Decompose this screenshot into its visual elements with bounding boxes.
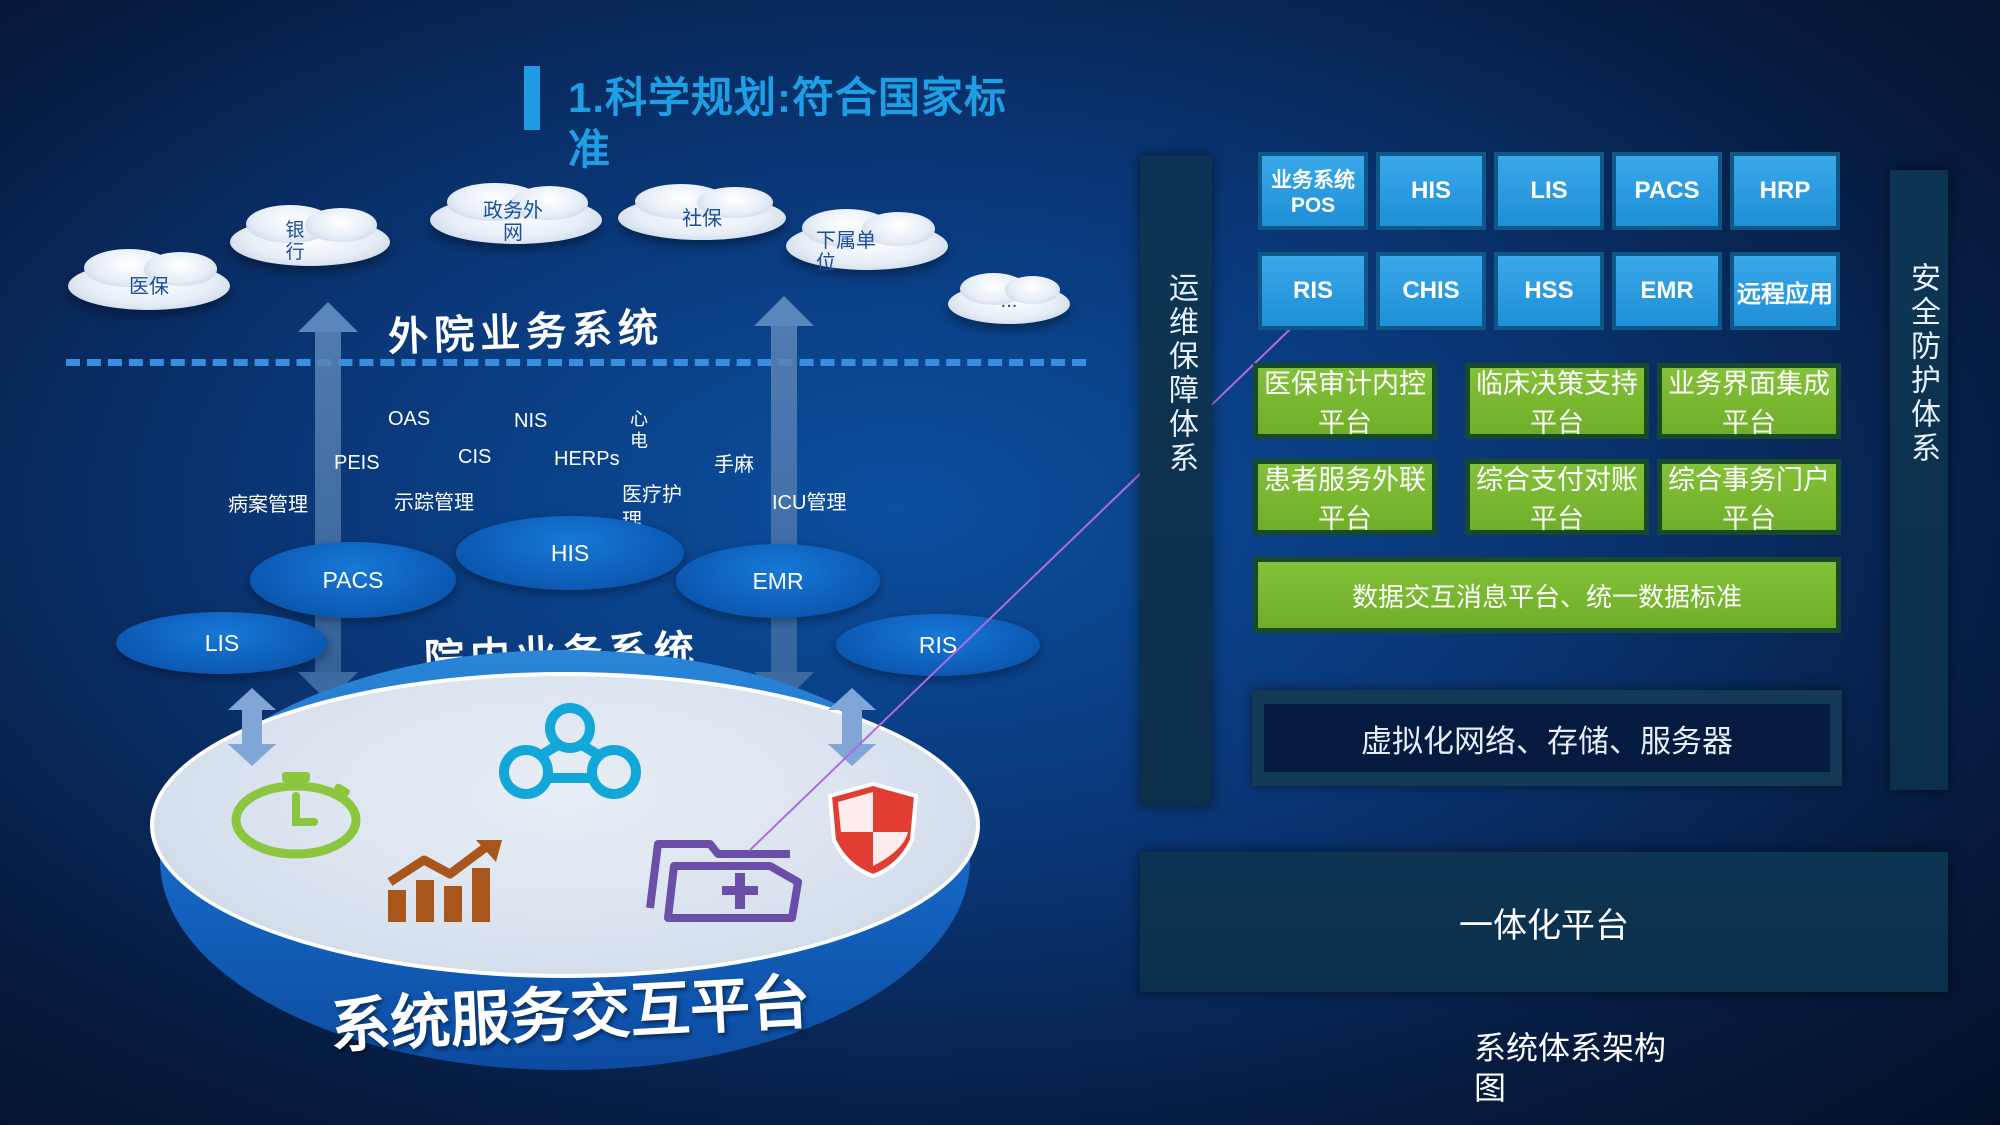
growth-chart-icon	[387, 840, 502, 922]
arrow-shaft-left	[315, 332, 341, 672]
node-pacs: PACS	[250, 542, 456, 618]
double-arrow-icon	[228, 688, 276, 766]
outer-zone-title: 外院业务系统	[387, 306, 665, 360]
medical-folder-icon	[646, 840, 802, 922]
node-label: HIS	[550, 540, 590, 566]
cloud-medical-insurance: 医保	[68, 248, 230, 310]
box-remote-apps: 远程应用	[1734, 256, 1836, 326]
infra-label: 虚拟化网络、存储、服务器	[1361, 723, 1733, 759]
double-arrow-icon	[828, 688, 876, 766]
system-label-icu: ICU管理	[772, 492, 847, 514]
node-label: RIS	[918, 632, 958, 658]
box-emr: EMR	[1616, 256, 1718, 326]
system-label-peis: PEIS	[334, 452, 380, 474]
arrow-up-head-right	[754, 296, 814, 326]
box-hrp: HRP	[1734, 156, 1836, 226]
node-label: LIS	[204, 630, 240, 656]
system-label-nis: NIS	[514, 410, 548, 432]
cloud-bank: 银行	[230, 204, 390, 266]
node-label: EMR	[752, 568, 804, 594]
cloud-subordinate-units: 下属单位	[786, 208, 948, 274]
box-ris: RIS	[1262, 256, 1364, 326]
box-affairs-portal: 综合事务门户平台	[1662, 464, 1836, 534]
cloud-label: 政务外网	[483, 200, 543, 244]
box-chis: CHIS	[1380, 256, 1482, 326]
system-label-anesthesia: 手麻	[714, 454, 754, 476]
ops-support-panel	[1140, 156, 1212, 806]
page-title: 1.科学规划:符合国家标准	[568, 74, 1008, 173]
box-insurance-audit: 医保审计内控平台	[1258, 368, 1432, 438]
node-lis: LIS	[116, 612, 328, 674]
stopwatch-icon	[231, 772, 361, 859]
box-hss: HSS	[1498, 256, 1600, 326]
box-ui-integration: 业务界面集成平台	[1662, 368, 1836, 438]
outer-boundary-dashed-line	[66, 359, 1086, 366]
system-label-medical-records: 病案管理	[228, 494, 308, 516]
box-his: HIS	[1380, 156, 1482, 226]
cloud-label: ...	[1000, 290, 1018, 312]
connector-line	[749, 309, 1311, 851]
node-his: HIS	[456, 516, 684, 590]
box-business-pos: 业务系统POS	[1262, 156, 1364, 226]
security-panel	[1890, 170, 1948, 790]
node-ris: RIS	[836, 614, 1040, 676]
node-label: PACS	[322, 567, 384, 593]
cloud-label: 下属单位	[816, 230, 876, 274]
infra-bar: 虚拟化网络、存储、服务器	[1264, 704, 1830, 772]
box-payment-reconciliation: 综合支付对账平台	[1470, 464, 1644, 534]
cloud-more: ...	[948, 272, 1070, 324]
system-label-herps: HERPs	[554, 448, 620, 470]
ops-support-label: 运维保障体系	[1164, 272, 1197, 476]
node-emr: EMR	[676, 544, 880, 618]
cloud-label: 社保	[682, 208, 722, 230]
system-label-tracking: 示踪管理	[394, 492, 474, 514]
box-patient-services: 患者服务外联平台	[1258, 464, 1432, 534]
system-label-ecg: 心电	[630, 409, 648, 451]
integrated-label: 一体化平台	[1459, 906, 1629, 945]
integrated-platform-bar: 一体化平台	[1140, 852, 1948, 992]
box-lis: LIS	[1498, 156, 1600, 226]
cloud-social-security: 社保	[618, 183, 786, 240]
security-label: 安全防护体系	[1906, 262, 1939, 466]
arrow-up-head-left	[298, 302, 358, 332]
network-nodes-icon	[499, 703, 641, 799]
cloud-gov-network: 政务外网	[430, 182, 602, 244]
cloud-label: 银行	[285, 220, 305, 263]
title-accent-bar	[524, 66, 540, 130]
cloud-label: 医保	[129, 276, 169, 298]
security-shield-icon	[827, 781, 919, 879]
system-label-oas: OAS	[388, 408, 431, 430]
diagram-caption: 系统体系架构图	[1474, 1030, 1667, 1106]
box-pacs: PACS	[1616, 156, 1718, 226]
box-data-exchange: 数据交互消息平台、统一数据标准	[1258, 562, 1836, 628]
system-label-cis: CIS	[458, 446, 492, 468]
box-clinical-decision: 临床决策支持平台	[1470, 368, 1644, 438]
